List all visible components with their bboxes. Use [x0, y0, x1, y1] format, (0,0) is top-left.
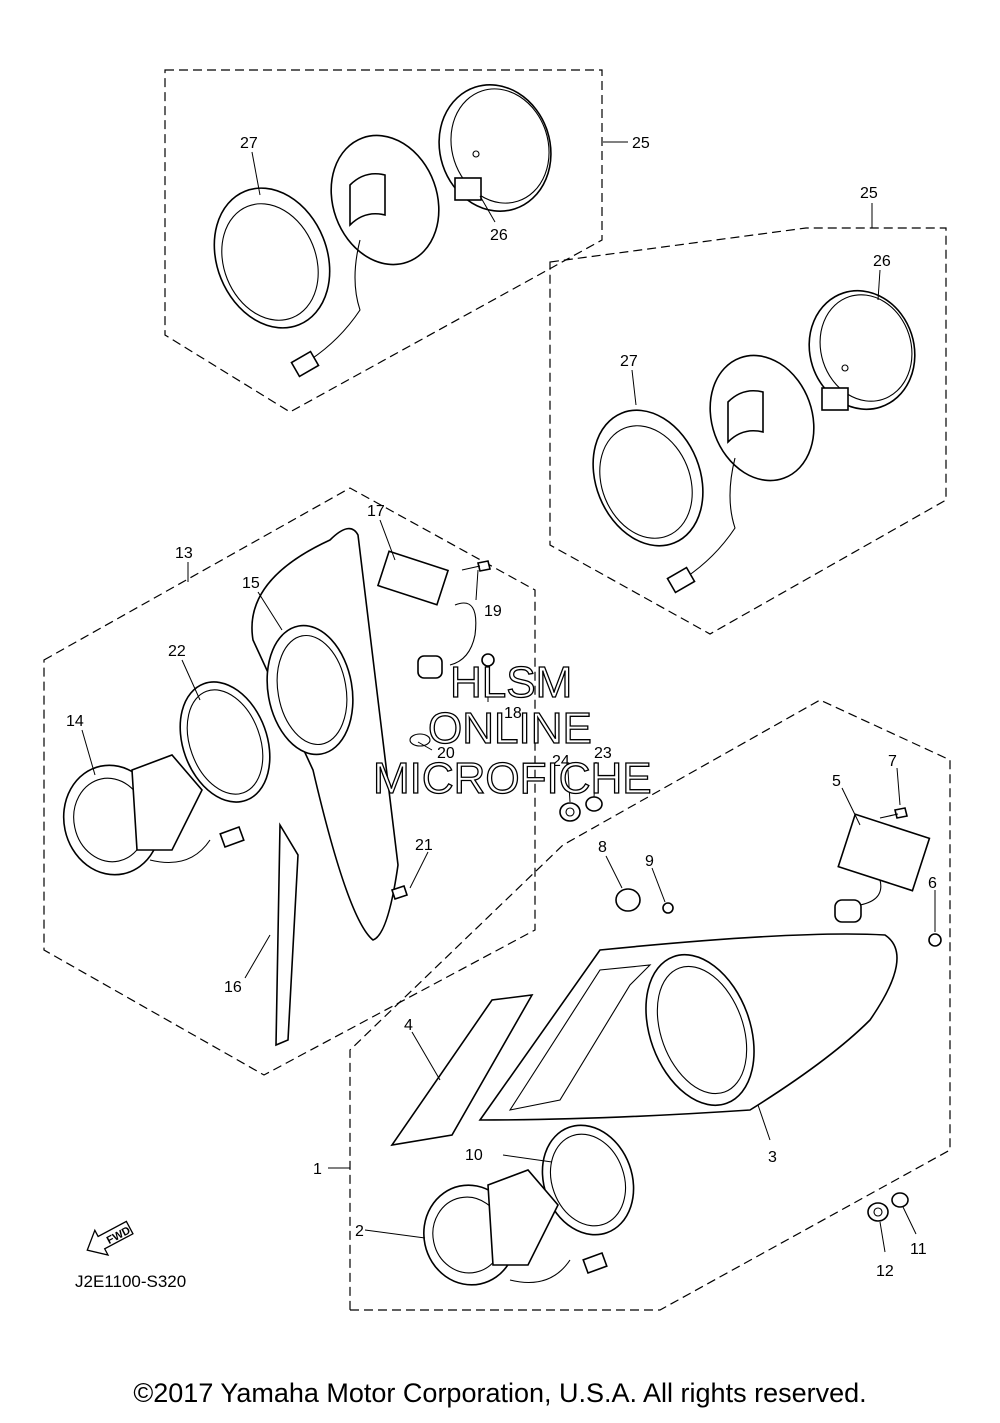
watermark-line-1: HLSM	[450, 658, 572, 707]
callout-9: 9	[645, 853, 654, 870]
callout-16: 16	[224, 979, 242, 996]
callout-8: 8	[598, 839, 607, 856]
callout-17: 17	[367, 503, 385, 520]
callout-14: 14	[66, 713, 84, 730]
callout-20: 20	[437, 745, 455, 762]
callout-27-top: 27	[240, 135, 258, 152]
callout-21: 21	[415, 837, 433, 854]
callout-18: 18	[504, 705, 522, 722]
callout-15: 15	[242, 575, 260, 592]
group-outline-25-top	[164, 69, 603, 413]
callouts: 1 2 3 4 5 6 7 8 9 10 11 12 13 14 15 16 1…	[66, 135, 937, 1280]
leader-lines	[81, 141, 936, 1253]
watermark-line-2: ONLINE	[428, 704, 592, 753]
headlight-assembly-right	[592, 289, 916, 594]
watermark-line-3: MICROFICHE	[373, 754, 652, 803]
fwd-arrow-icon: FWD	[86, 1220, 134, 1256]
callout-1: 1	[313, 1161, 322, 1178]
callout-13: 13	[175, 545, 193, 562]
watermark: HLSM ONLINE MICROFICHE	[372, 657, 652, 803]
cowling-assembly-right	[390, 796, 942, 1286]
copyright-notice: ©2017 Yamaha Motor Corporation, U.S.A. A…	[133, 1378, 867, 1408]
diagram-reference-code: J2E1100-S320	[75, 1272, 186, 1291]
callout-12: 12	[876, 1263, 894, 1280]
fwd-label: FWD	[105, 1225, 133, 1247]
callout-23: 23	[594, 745, 612, 762]
headlight-assembly-top	[213, 84, 552, 378]
callout-26-right: 26	[873, 253, 891, 270]
callout-25-right: 25	[860, 185, 878, 202]
callout-22: 22	[168, 643, 186, 660]
callout-4: 4	[404, 1017, 413, 1034]
callout-10: 10	[465, 1147, 483, 1164]
callout-27-right: 27	[620, 353, 638, 370]
callout-2: 2	[355, 1223, 364, 1240]
callout-3: 3	[768, 1149, 777, 1166]
callout-11: 11	[910, 1241, 927, 1258]
callout-6: 6	[928, 875, 937, 892]
callout-19: 19	[484, 603, 502, 620]
callout-24: 24	[552, 753, 570, 770]
callout-7: 7	[888, 753, 897, 770]
callout-25-top: 25	[632, 135, 650, 152]
callout-5: 5	[832, 773, 841, 790]
group-outline-13	[43, 487, 536, 1076]
group-outline-25-right	[549, 227, 947, 635]
group-outline-1	[349, 699, 951, 1311]
cowling-assembly-left	[62, 527, 495, 1047]
callout-26-top: 26	[490, 227, 508, 244]
